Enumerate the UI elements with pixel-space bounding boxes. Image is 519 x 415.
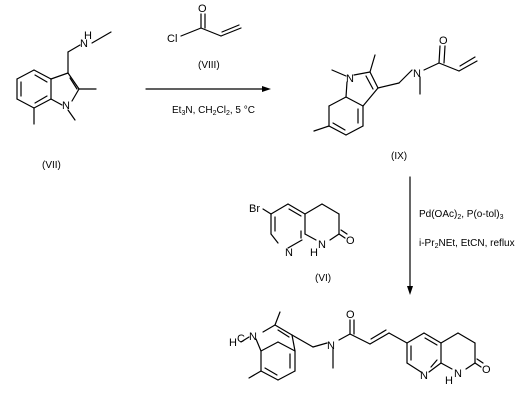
vi-label: (VI) <box>315 273 331 284</box>
compound-viii: Cl O (VIII) <box>167 3 242 71</box>
arrow-step-2 <box>407 176 413 295</box>
compound-vi: Br N H N O (VI) <box>249 203 355 284</box>
compound-ix: N N O (IX) <box>313 35 478 162</box>
step1-conditions: Et3N, CH2Cl2, 5 °C <box>172 105 255 117</box>
arrow-head-2 <box>407 286 413 295</box>
vi-atom-h: H <box>310 247 318 259</box>
product-atom-n-amide: N <box>327 340 335 352</box>
product-atom-n-lactam: N <box>454 368 462 380</box>
vi-atom-n: N <box>318 239 326 251</box>
product-atom-n-pyridine: N <box>420 370 428 382</box>
product-atom-c: C <box>237 333 245 345</box>
arrow-step-1 <box>145 86 271 92</box>
ix-atom-n-ring: N <box>346 73 354 85</box>
vi-atom-o: O <box>346 235 355 247</box>
vii-atom-h: H <box>84 30 92 42</box>
product-atom-o-amide: O <box>346 309 355 321</box>
step2-conditions-line2: i-Pr2NEt, EtCN, reflux <box>419 238 515 250</box>
vii-atom-n-ring: N <box>62 100 70 112</box>
product-atom-h: H <box>229 337 237 349</box>
ix-atom-o: O <box>439 35 448 47</box>
vii-label: (VII) <box>42 160 61 171</box>
viii-atom-cl: Cl <box>167 33 177 45</box>
product-atom-h-lactam: H <box>445 375 453 387</box>
vi-atom-br: Br <box>249 203 260 215</box>
step2-conditions-line1: Pd(OAc)2, P(o-tol)3 <box>419 209 504 221</box>
vi-atom-n-pyridine: N <box>285 247 293 259</box>
vii-atom-n: N <box>80 38 88 50</box>
product-atom-n-ring: N <box>249 331 257 343</box>
ix-label: (IX) <box>391 151 407 162</box>
product-atom-o-lactam: O <box>482 364 491 376</box>
arrow-head-1 <box>262 86 271 92</box>
viii-atom-o: O <box>198 3 207 15</box>
ix-atom-n-amide: N <box>413 68 421 80</box>
compound-vii: N N H (VII) <box>16 30 112 171</box>
viii-label: (VIII) <box>198 60 220 71</box>
compound-product: N H C N O N H N O <box>229 309 491 387</box>
